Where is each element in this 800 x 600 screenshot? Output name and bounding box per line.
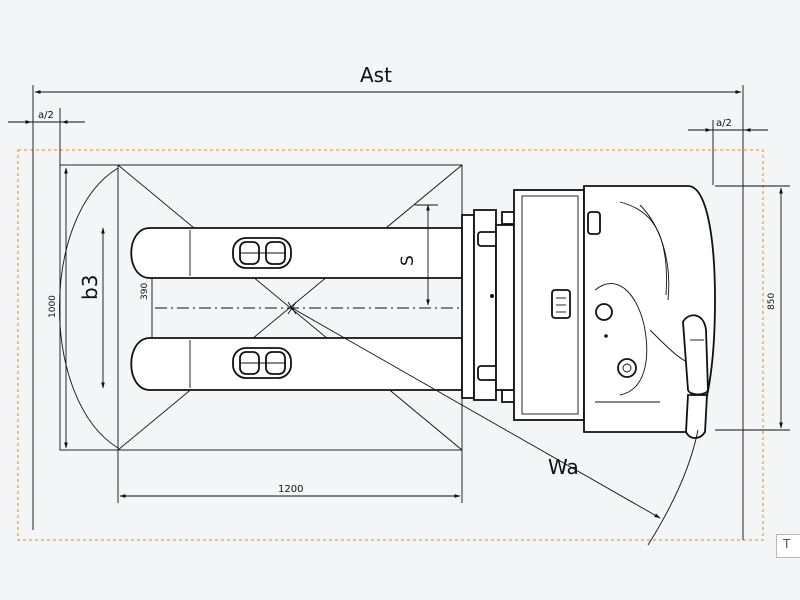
a-half-right-dimension: a/2: [688, 98, 768, 540]
width-1000-dimension: 1000: [48, 167, 68, 449]
corner-tab[interactable]: T: [776, 534, 800, 558]
truck-body: [583, 185, 716, 433]
a-half-right-label: a/2: [716, 118, 732, 129]
length-1200-dimension: 1200: [117, 450, 463, 503]
turning-envelope-dashed: [17, 149, 764, 541]
ast-label: Ast: [360, 63, 392, 87]
width-390-label: 390: [140, 283, 150, 300]
b3-label: b3: [78, 275, 102, 300]
pallet-outline: [59, 164, 463, 451]
turning-arc-left: [59, 167, 119, 449]
a-half-left-dimension: a/2: [8, 98, 85, 530]
width-850-label: 850: [767, 293, 777, 310]
width-850-dimension: 850: [715, 185, 790, 431]
swing-arc-right: [647, 429, 699, 546]
fork-bottom: [130, 337, 463, 391]
length-1200-label: 1200: [278, 484, 303, 495]
corner-tab-label: T: [783, 537, 791, 551]
a-half-left-label: a/2: [38, 110, 54, 121]
s-dimension: S: [398, 204, 438, 306]
fork-top: [130, 227, 463, 279]
b3-dimension: b3: [78, 227, 105, 389]
tiller-handle: [682, 314, 709, 439]
width-1000-label: 1000: [48, 295, 58, 318]
wa-label: Wa: [548, 455, 579, 479]
ast-dimension: Ast: [32, 63, 744, 98]
s-label: S: [398, 255, 418, 266]
fork-carriage: [461, 189, 585, 421]
wa-dimension: Wa: [291, 307, 661, 519]
